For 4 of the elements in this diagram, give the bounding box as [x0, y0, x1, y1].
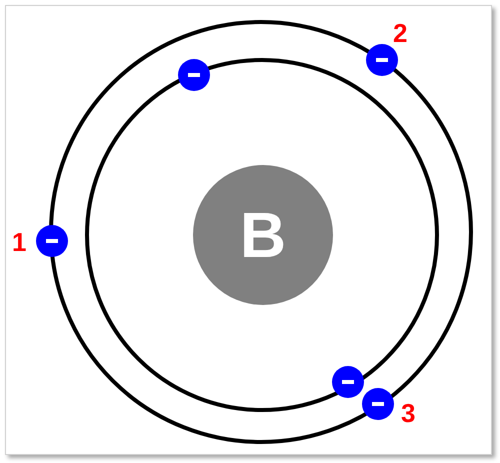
element-symbol: B [240, 203, 286, 267]
callout-number: 2 [393, 20, 408, 46]
callout-number: 3 [401, 400, 416, 426]
callout-number: 1 [12, 229, 26, 255]
